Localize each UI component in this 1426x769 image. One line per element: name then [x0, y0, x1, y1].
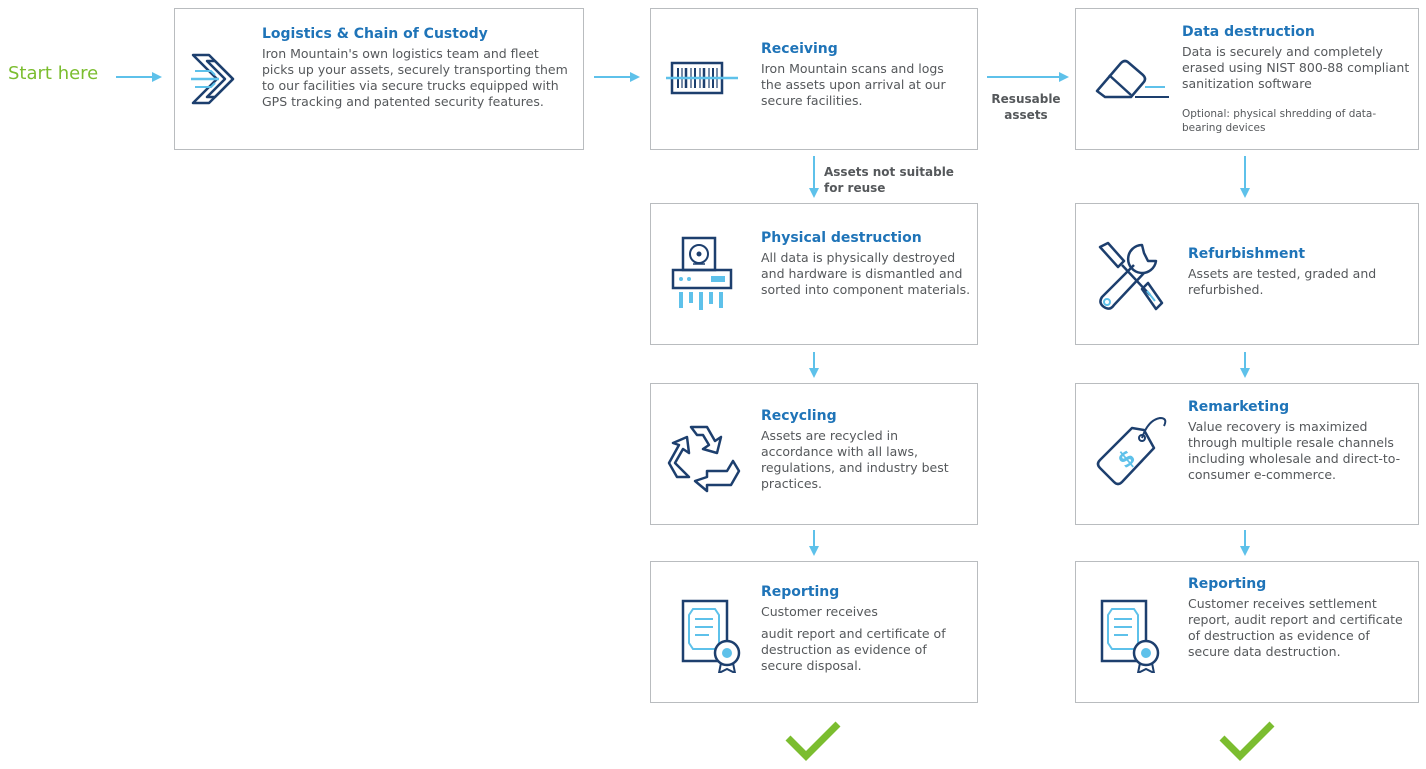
certificate-icon: [1100, 599, 1160, 673]
step-data-destruction: Data destruction Data is securely and co…: [1075, 8, 1419, 150]
edge-label-resusable-assets: Resusable assets: [991, 92, 1061, 122]
step-description: Data is securely and completely erased u…: [1182, 44, 1410, 91]
step-refurbishment: Refurbishment Assets are tested, graded …: [1075, 203, 1419, 345]
step-receiving: Receiving Iron Mountain scans and logs t…: [650, 8, 978, 150]
step-title: Refurbishment: [1188, 246, 1306, 262]
eraser-icon: [1095, 59, 1169, 99]
step-recycling: Recycling Assets are recycled in accorda…: [650, 383, 978, 525]
step-description-line1: Customer receives: [761, 604, 878, 619]
step-description: Iron Mountain scans and logs the assets …: [761, 61, 946, 108]
step-optional-note: Optional: physical shredding of data-bea…: [1182, 108, 1377, 134]
step-description: Assets are recycled in accordance with a…: [761, 428, 949, 491]
step-physical-destruction: Physical destruction All data is physica…: [650, 203, 978, 345]
step-description: Assets are tested, graded and refurbishe…: [1188, 266, 1377, 297]
edge-label-not-suitable: Assets not suitable for reuse: [824, 165, 954, 195]
step-remarketing: $ Remarketing Value recovery is maximize…: [1075, 383, 1419, 525]
merge-arrows-icon: [191, 53, 235, 105]
step-description: audit report and certificate of destruct…: [761, 626, 946, 673]
step-reporting-left: Reporting Customer receives audit report…: [650, 561, 978, 703]
price-tag-icon: $: [1096, 416, 1167, 486]
step-logistics: Logistics & Chain of Custody Iron Mounta…: [174, 8, 584, 150]
svg-text:$: $: [1113, 445, 1141, 474]
step-title: Reporting: [761, 584, 840, 600]
step-title: Remarketing: [1188, 399, 1290, 415]
start-label: Start here: [8, 63, 99, 84]
step-description: Customer receives settlement report, aud…: [1188, 596, 1403, 659]
step-title: Data destruction: [1182, 24, 1315, 40]
step-reporting-right: Reporting Customer receives settlement r…: [1075, 561, 1419, 703]
step-title: Receiving: [761, 41, 838, 57]
step-title: Physical destruction: [761, 230, 922, 246]
step-title: Reporting: [1188, 576, 1267, 592]
shredder-icon: [671, 236, 733, 310]
certificate-icon: [681, 599, 741, 673]
recycle-icon: [667, 425, 741, 493]
step-title: Recycling: [761, 408, 837, 424]
step-description: Value recovery is maximized through mult…: [1188, 419, 1401, 482]
step-description: All data is physically destroyed and har…: [761, 250, 971, 297]
tools-icon: [1098, 241, 1164, 311]
barcode-icon: [666, 61, 738, 95]
step-description: Iron Mountain's own logistics team and f…: [262, 46, 568, 109]
step-title: Logistics & Chain of Custody: [262, 26, 488, 42]
